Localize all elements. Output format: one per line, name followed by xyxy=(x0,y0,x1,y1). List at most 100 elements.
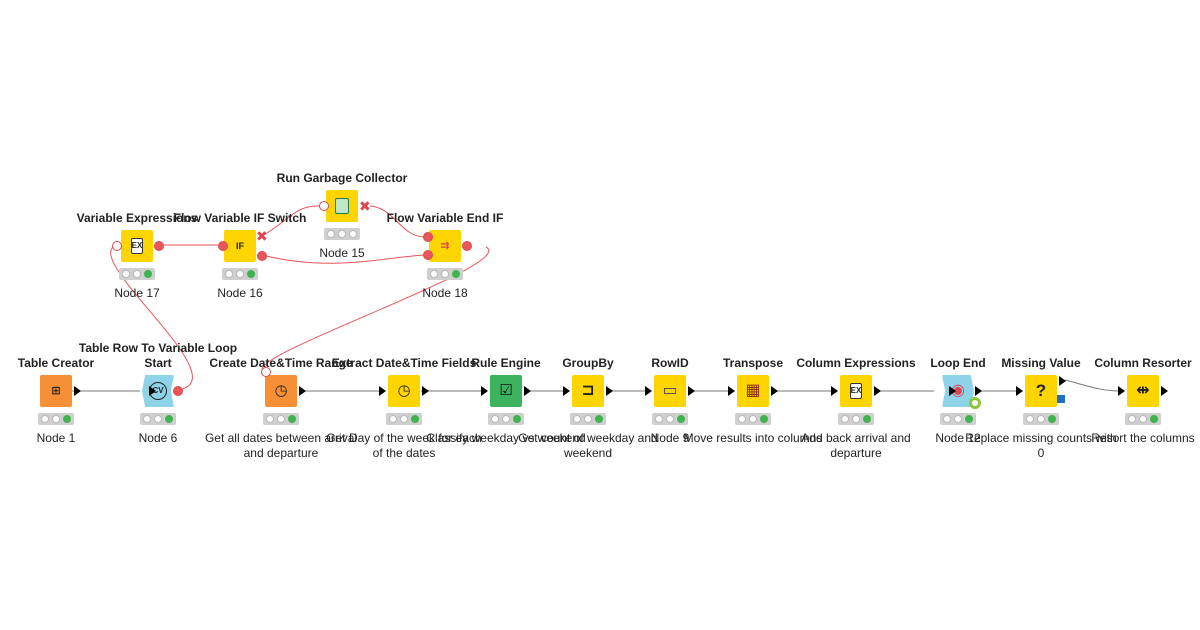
node-column-expressions[interactable]: Column Expressions EX Add back arrival a… xyxy=(776,356,936,461)
node-icon-box[interactable]: ? xyxy=(1016,375,1066,407)
output-port[interactable] xyxy=(1059,376,1066,386)
connection-mv-cr[interactable] xyxy=(1064,379,1121,392)
flow-variable-output-port[interactable] xyxy=(173,386,183,396)
node-groupby[interactable]: GroupBy ⊐ Get count of weekday and weeke… xyxy=(508,356,668,461)
node-icon-box[interactable]: ⊞ xyxy=(40,375,81,407)
node-label[interactable]: Node 12 xyxy=(935,431,981,445)
flow-variable-input-port[interactable] xyxy=(319,201,329,211)
output-port[interactable] xyxy=(688,386,695,396)
node-label[interactable]: Add back arrival and departure xyxy=(801,431,911,460)
node-label[interactable]: Get Day of the week for each of the date… xyxy=(326,431,482,460)
flow-variable-output-port[interactable] xyxy=(462,241,472,251)
node-icon-box[interactable]: ⇉ xyxy=(429,230,461,262)
flowvar-n16-n18[interactable] xyxy=(261,254,425,264)
status-red-light xyxy=(430,270,439,278)
flow-variable-input-port-1[interactable] xyxy=(423,232,433,242)
node-table-row-to-variable-loop-start[interactable]: Table Row To Variable Loop Start CV Node… xyxy=(78,341,238,446)
input-port[interactable] xyxy=(831,386,838,396)
node-label[interactable]: Node 18 xyxy=(422,286,468,300)
groupby-icon: ⊐ xyxy=(581,382,595,399)
input-port[interactable] xyxy=(379,386,386,396)
node-icon-box[interactable]: ◷ xyxy=(379,375,429,407)
output-port[interactable] xyxy=(524,386,531,396)
flow-variable-input-port[interactable] xyxy=(112,241,122,251)
status-red-light xyxy=(389,415,398,423)
input-port[interactable] xyxy=(481,386,488,396)
status-yellow-light xyxy=(583,415,592,423)
transpose-icon: ▦ xyxy=(745,382,761,399)
node-missing-value[interactable]: Missing Value ? Replace missing counts w… xyxy=(961,356,1121,461)
output-port[interactable] xyxy=(1161,386,1168,396)
node-label[interactable]: Replace missing counts with 0 xyxy=(965,431,1117,460)
node-extract-date-time-fields[interactable]: Extract Date&Time Fields ◷ Get Day of th… xyxy=(324,356,484,461)
input-port[interactable] xyxy=(1118,386,1125,396)
flow-variable-input-port-2[interactable] xyxy=(423,250,433,260)
node-icon-box[interactable]: EX xyxy=(831,375,881,407)
node-label[interactable]: Resort the columns xyxy=(1091,431,1195,445)
node-icon-box[interactable]: EX xyxy=(121,230,153,262)
input-port[interactable] xyxy=(563,386,570,396)
output-port[interactable] xyxy=(606,386,613,396)
input-port[interactable] xyxy=(949,386,956,396)
pmml-output-port[interactable] xyxy=(1057,395,1065,403)
node-icon-box[interactable]: ☑ xyxy=(481,375,531,407)
node-icon-box[interactable]: ▭ xyxy=(645,375,695,407)
node-label[interactable]: Node 15 xyxy=(319,246,365,260)
node-label[interactable]: Node 16 xyxy=(217,286,263,300)
output-port[interactable] xyxy=(299,386,306,396)
node-icon-box[interactable]: CV xyxy=(142,375,174,407)
input-port[interactable] xyxy=(728,386,735,396)
node-label[interactable]: Get count of weekday and weekend xyxy=(518,431,658,460)
node-icon-box[interactable]: 🗑 xyxy=(326,190,358,222)
node-rule-engine[interactable]: Rule Engine ☑ Classify weekday vs weeken… xyxy=(426,356,586,446)
output-port[interactable] xyxy=(874,386,881,396)
flowvar-n6-n17[interactable] xyxy=(110,244,193,391)
node-rowid[interactable]: RowID ▭ Node 9 xyxy=(590,356,750,446)
node-transpose[interactable]: Transpose ▦ Move results into columns xyxy=(673,356,833,446)
node-label[interactable]: Classify weekday vs weekend xyxy=(426,431,586,445)
flowvar-n15-n18[interactable] xyxy=(369,205,425,238)
flow-variable-output-port[interactable] xyxy=(154,241,164,251)
status-yellow-light xyxy=(235,270,244,278)
node-icon-box[interactable]: ⇹ xyxy=(1118,375,1168,407)
node-icon-box[interactable]: ▦ xyxy=(728,375,778,407)
node-label[interactable]: Node 6 xyxy=(138,431,178,445)
node-variable-expressions[interactable]: Variable Expressions EX Node 17 xyxy=(57,211,217,301)
node-column-resorter[interactable]: Column Resorter ⇹ Resort the columns xyxy=(1063,356,1200,446)
status-red-light xyxy=(573,415,582,423)
input-port[interactable] xyxy=(645,386,652,396)
input-port[interactable] xyxy=(149,386,156,396)
input-port[interactable] xyxy=(1016,386,1023,396)
status-green-light xyxy=(1149,415,1158,423)
node-label[interactable]: Move results into columns xyxy=(683,431,823,445)
output-port[interactable] xyxy=(975,386,982,396)
node-icon-box[interactable]: ◷ xyxy=(265,375,306,407)
node-label[interactable]: Get all dates between arrival and depart… xyxy=(204,431,358,460)
status-traffic-light xyxy=(140,413,176,425)
status-yellow-light xyxy=(665,415,674,423)
node-icon-box[interactable]: IF xyxy=(224,230,256,262)
flow-variable-input-port[interactable] xyxy=(261,367,271,377)
node-label[interactable]: Node 1 xyxy=(36,431,76,445)
node-flow-variable-if-switch[interactable]: Flow Variable IF Switch IF ✖ Node 16 xyxy=(160,211,320,301)
node-table-creator[interactable]: Table Creator ⊞ Node 1 xyxy=(0,356,136,446)
variable-expression-icon: EX xyxy=(131,238,143,254)
refresh-icon xyxy=(969,397,981,409)
node-icon-box[interactable]: ⊐ xyxy=(563,375,613,407)
node-run-garbage-collector[interactable]: Run Garbage Collector 🗑 ✖ Node 15 xyxy=(262,171,422,261)
node-label[interactable]: Node 17 xyxy=(114,286,160,300)
node-label[interactable]: Node 9 xyxy=(650,431,690,445)
node-loop-end[interactable]: Loop End ◉ Node 12 xyxy=(878,356,1038,446)
flow-variable-output-port[interactable] xyxy=(257,251,267,261)
node-title: Column Expressions xyxy=(796,356,916,370)
status-red-light xyxy=(143,415,152,423)
output-port[interactable] xyxy=(74,386,81,396)
node-create-date-time-range[interactable]: Create Date&Time Range ◷ Get all dates b… xyxy=(201,356,361,461)
flowvar-n16-n15[interactable] xyxy=(261,205,321,237)
output-port[interactable] xyxy=(771,386,778,396)
node-flow-variable-end-if[interactable]: Flow Variable End IF ⇉ Node 18 xyxy=(365,211,525,301)
output-port[interactable] xyxy=(422,386,429,396)
flowvar-n18-cdr[interactable] xyxy=(261,246,490,373)
flow-variable-input-port[interactable] xyxy=(218,241,228,251)
